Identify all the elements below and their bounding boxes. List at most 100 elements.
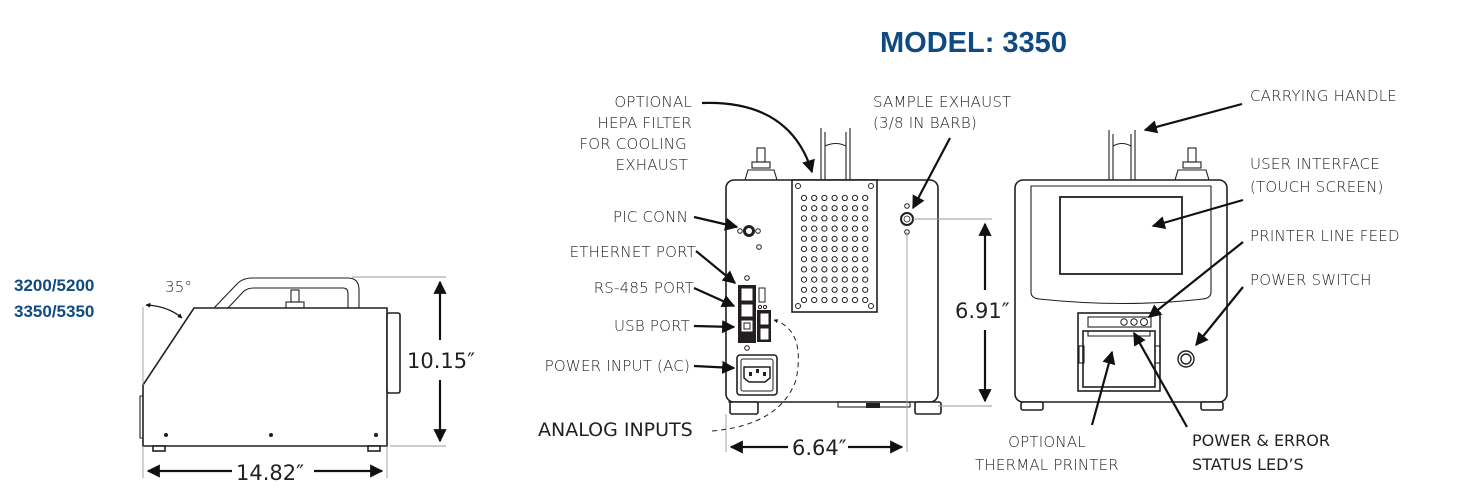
screw: [744, 345, 750, 351]
carrying-handle-inner: [227, 287, 349, 309]
callout-text: POWER & ERROR: [1192, 431, 1330, 450]
iec-power-socket: [743, 366, 771, 383]
grill-hole: [831, 205, 838, 212]
carrying-handle-callout: CARRYING HANDLE: [1143, 87, 1397, 134]
grill-hole: [811, 296, 818, 304]
grill-hole: [811, 266, 818, 273]
grill-hole: [811, 256, 818, 263]
screw: [744, 275, 750, 281]
callout-arrow: [693, 286, 736, 308]
grill-hole: [862, 225, 869, 232]
instrument-body-side: [142, 307, 388, 447]
grill-hole: [811, 235, 818, 242]
barb-base: [1174, 169, 1210, 181]
ethernet-port-callout: ETHERNET PORT: [570, 243, 737, 284]
grill-hole: [841, 276, 848, 283]
grill-hole: [851, 276, 859, 283]
side-height-label: 10.15″: [407, 349, 475, 373]
grill-hole: [841, 235, 848, 242]
hepa-filter-callout: OPTIONAL HEPA FILTER FOR COOLING EXHAUST: [579, 93, 815, 174]
grill-hole: [800, 194, 808, 202]
rear-view: 6.91″ 6.64″ OPTIONAL HEPA FILTER FOR COO…: [538, 93, 1011, 460]
printer-latch: [1154, 345, 1161, 364]
grill-hole: [851, 225, 859, 232]
grill-hole: [800, 225, 808, 232]
grill-hole: [831, 286, 838, 293]
callout-text: RS-485 PORT: [594, 279, 694, 297]
barb-base: [744, 169, 778, 181]
touch-screen: [1059, 196, 1183, 275]
callout-arrow: [1143, 102, 1243, 134]
line-feed-button: [1140, 318, 1148, 326]
grill-hole: [831, 276, 838, 283]
grill-hole: [811, 225, 818, 232]
grill-hole: [851, 256, 859, 263]
grill-hole: [800, 215, 808, 222]
exhaust-barb-side: [290, 289, 300, 303]
printer-paper-slot: [1087, 331, 1151, 337]
grill-hole: [821, 225, 828, 232]
screw: [755, 228, 761, 234]
exhaust-fitting-side: [285, 301, 305, 309]
status-leds-callout: POWER & ERROR STATUS LED’S: [1133, 331, 1330, 474]
barb-nut: [1182, 161, 1202, 169]
callout-text: SAMPLE EXHAUST: [873, 93, 1011, 111]
screw: [904, 203, 910, 209]
callout-arrow: [1147, 241, 1244, 318]
side-width-label: 14.82″: [236, 461, 304, 485]
foot: [1200, 401, 1224, 411]
grill-hole: [831, 225, 838, 232]
callout-text: POWER INPUT (AC): [545, 357, 690, 375]
usb-port-inner: [743, 322, 751, 330]
grill-hole: [851, 215, 859, 222]
grill-hole: [811, 205, 818, 212]
grill-hole: [831, 296, 838, 304]
callout-text: OPTIONAL: [614, 93, 692, 111]
socket-pin: [756, 369, 759, 373]
front-view: CARRYING HANDLE USER INTERFACE (TOUCH SC…: [975, 87, 1400, 474]
analog-input-1: [759, 312, 770, 326]
callout-text: HEPA FILTER: [598, 114, 692, 132]
callout-dashed-arrow: [711, 319, 799, 432]
model-variant-label: 3200/5200: [14, 276, 94, 295]
grill-hole: [851, 205, 859, 212]
rear-height-label: 6.91″: [955, 299, 1010, 323]
carrying-handle-rear: [820, 128, 851, 180]
grill-hole: [862, 194, 869, 202]
callout-text: (3/8 IN BARB): [873, 114, 977, 132]
callout-text: USER INTERFACE: [1250, 155, 1380, 173]
callout-text: STATUS LED’S: [1192, 455, 1304, 474]
grill-hole: [841, 256, 848, 263]
screw: [868, 303, 874, 309]
screw: [269, 433, 273, 437]
grill-hole: [862, 256, 869, 263]
grill-hole: [821, 276, 828, 283]
indicator-led: [757, 304, 763, 310]
grill-hole: [811, 286, 818, 293]
grill-hole: [841, 266, 848, 273]
grill-hole: [851, 235, 859, 242]
grill-hole: [862, 205, 869, 212]
printer-line-feed-callout: PRINTER LINE FEED: [1147, 227, 1400, 318]
grill-hole: [841, 286, 848, 293]
grill-hole: [811, 245, 818, 253]
power-switch-inner: [1180, 353, 1192, 365]
grill-hole: [821, 266, 828, 273]
power-switch-callout: POWER SWITCH: [1195, 271, 1372, 347]
grill-hole: [800, 245, 808, 253]
grill-hole: [811, 215, 818, 222]
grill-holes: [800, 194, 869, 304]
callout-text: POWER SWITCH: [1250, 271, 1372, 289]
carrying-handle-front: [1108, 130, 1136, 180]
grill-hole: [841, 296, 848, 304]
base-latch: [866, 403, 880, 408]
front-panel-edge: [386, 312, 401, 394]
screw: [164, 433, 168, 437]
status-led: [1120, 318, 1128, 326]
callout-text: ETHERNET PORT: [570, 243, 696, 261]
status-led: [1130, 318, 1138, 326]
screw: [868, 183, 874, 189]
grill-hole: [800, 256, 808, 263]
usb-port-callout: USB PORT: [614, 317, 736, 335]
